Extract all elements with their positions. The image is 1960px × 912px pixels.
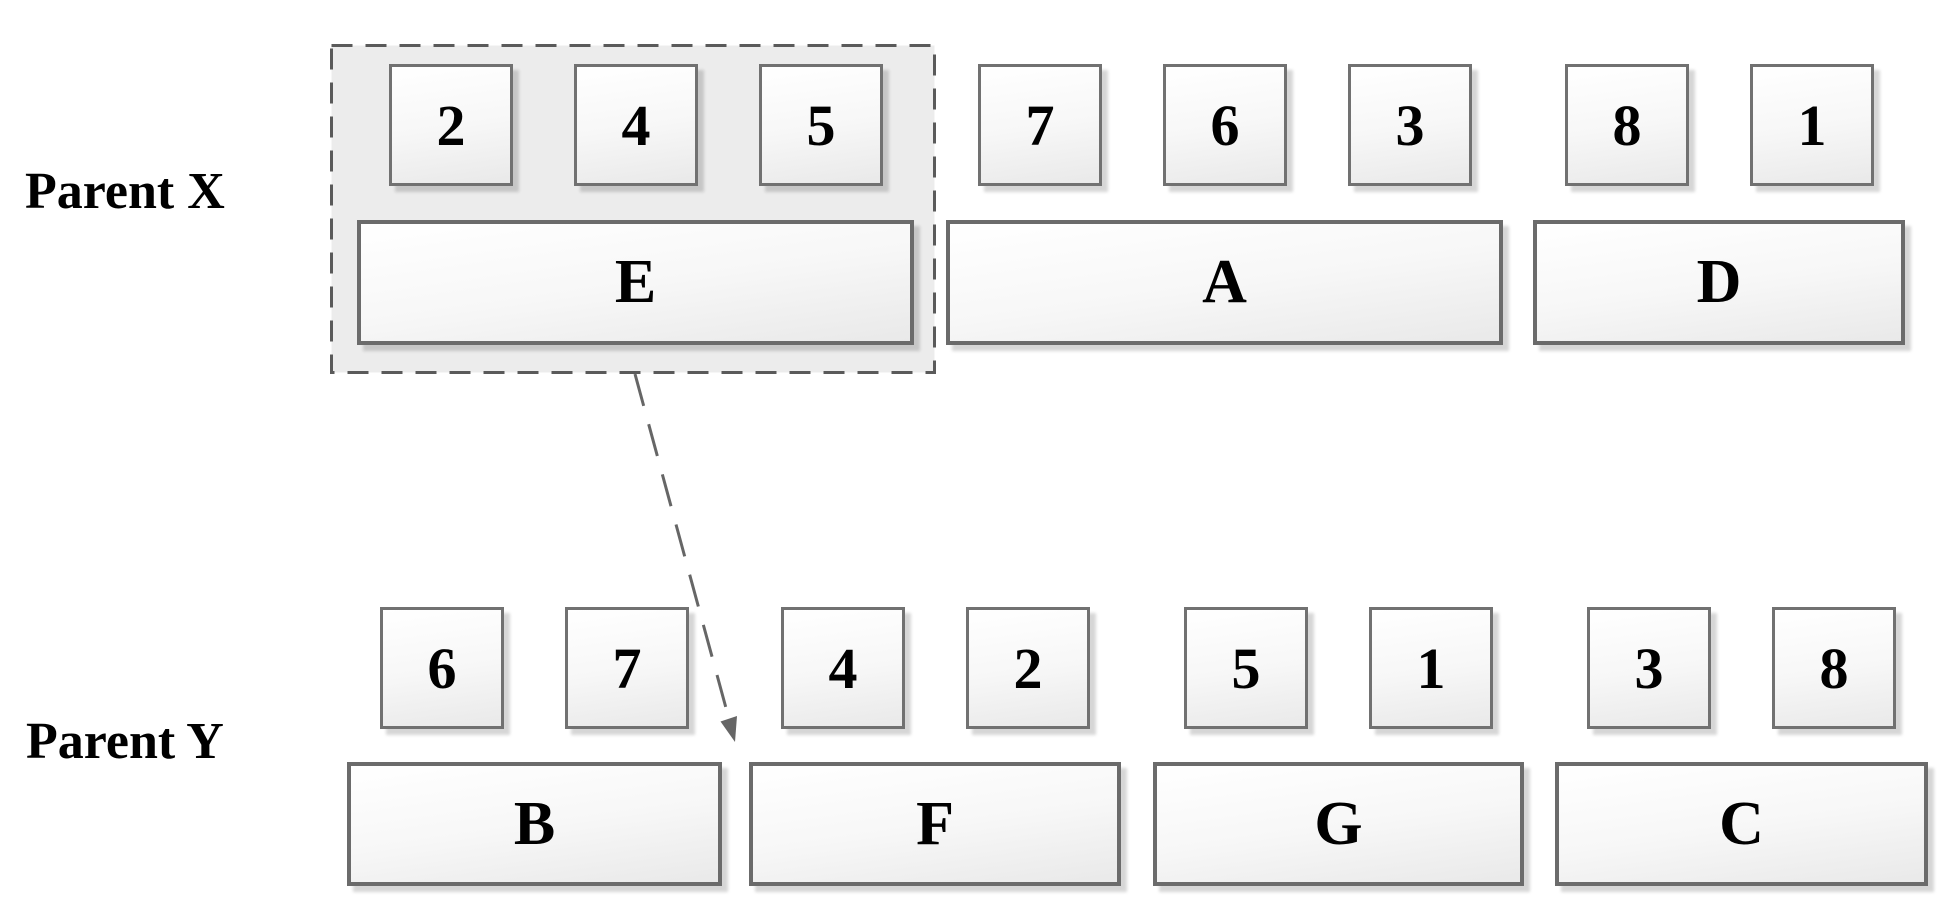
task-box-x-4: 4 — [574, 64, 698, 186]
task-box-y-5: 5 — [1184, 607, 1308, 729]
chromosome-box-c: C — [1555, 762, 1928, 886]
task-box-x-6: 6 — [1163, 64, 1287, 186]
chromosome-box-g: G — [1153, 762, 1524, 886]
chromosome-box-d: D — [1533, 220, 1905, 345]
parent-y-label: Parent Y — [26, 713, 224, 770]
task-box-x-3: 3 — [1348, 64, 1472, 186]
task-box-y-4: 4 — [781, 607, 905, 729]
chromosome-box-a: A — [946, 220, 1503, 345]
task-box-y-3: 3 — [1587, 607, 1711, 729]
chromosome-box-e: E — [357, 220, 914, 345]
task-box-x-8: 8 — [1565, 64, 1689, 186]
crossover-arrow-line — [633, 373, 731, 720]
task-box-x-7: 7 — [978, 64, 1102, 186]
chromosome-box-f: F — [749, 762, 1121, 886]
task-box-x-2: 2 — [389, 64, 513, 186]
task-box-y-8: 8 — [1772, 607, 1896, 729]
chromosome-box-b: B — [347, 762, 722, 886]
task-box-y-1: 1 — [1369, 607, 1493, 729]
task-box-y-6: 6 — [380, 607, 504, 729]
task-box-x-1: 1 — [1750, 64, 1874, 186]
task-box-y-7: 7 — [565, 607, 689, 729]
task-box-y-2: 2 — [966, 607, 1090, 729]
task-box-x-5: 5 — [759, 64, 883, 186]
parent-x-label: Parent X — [25, 163, 225, 220]
arrowhead-icon — [720, 716, 737, 742]
